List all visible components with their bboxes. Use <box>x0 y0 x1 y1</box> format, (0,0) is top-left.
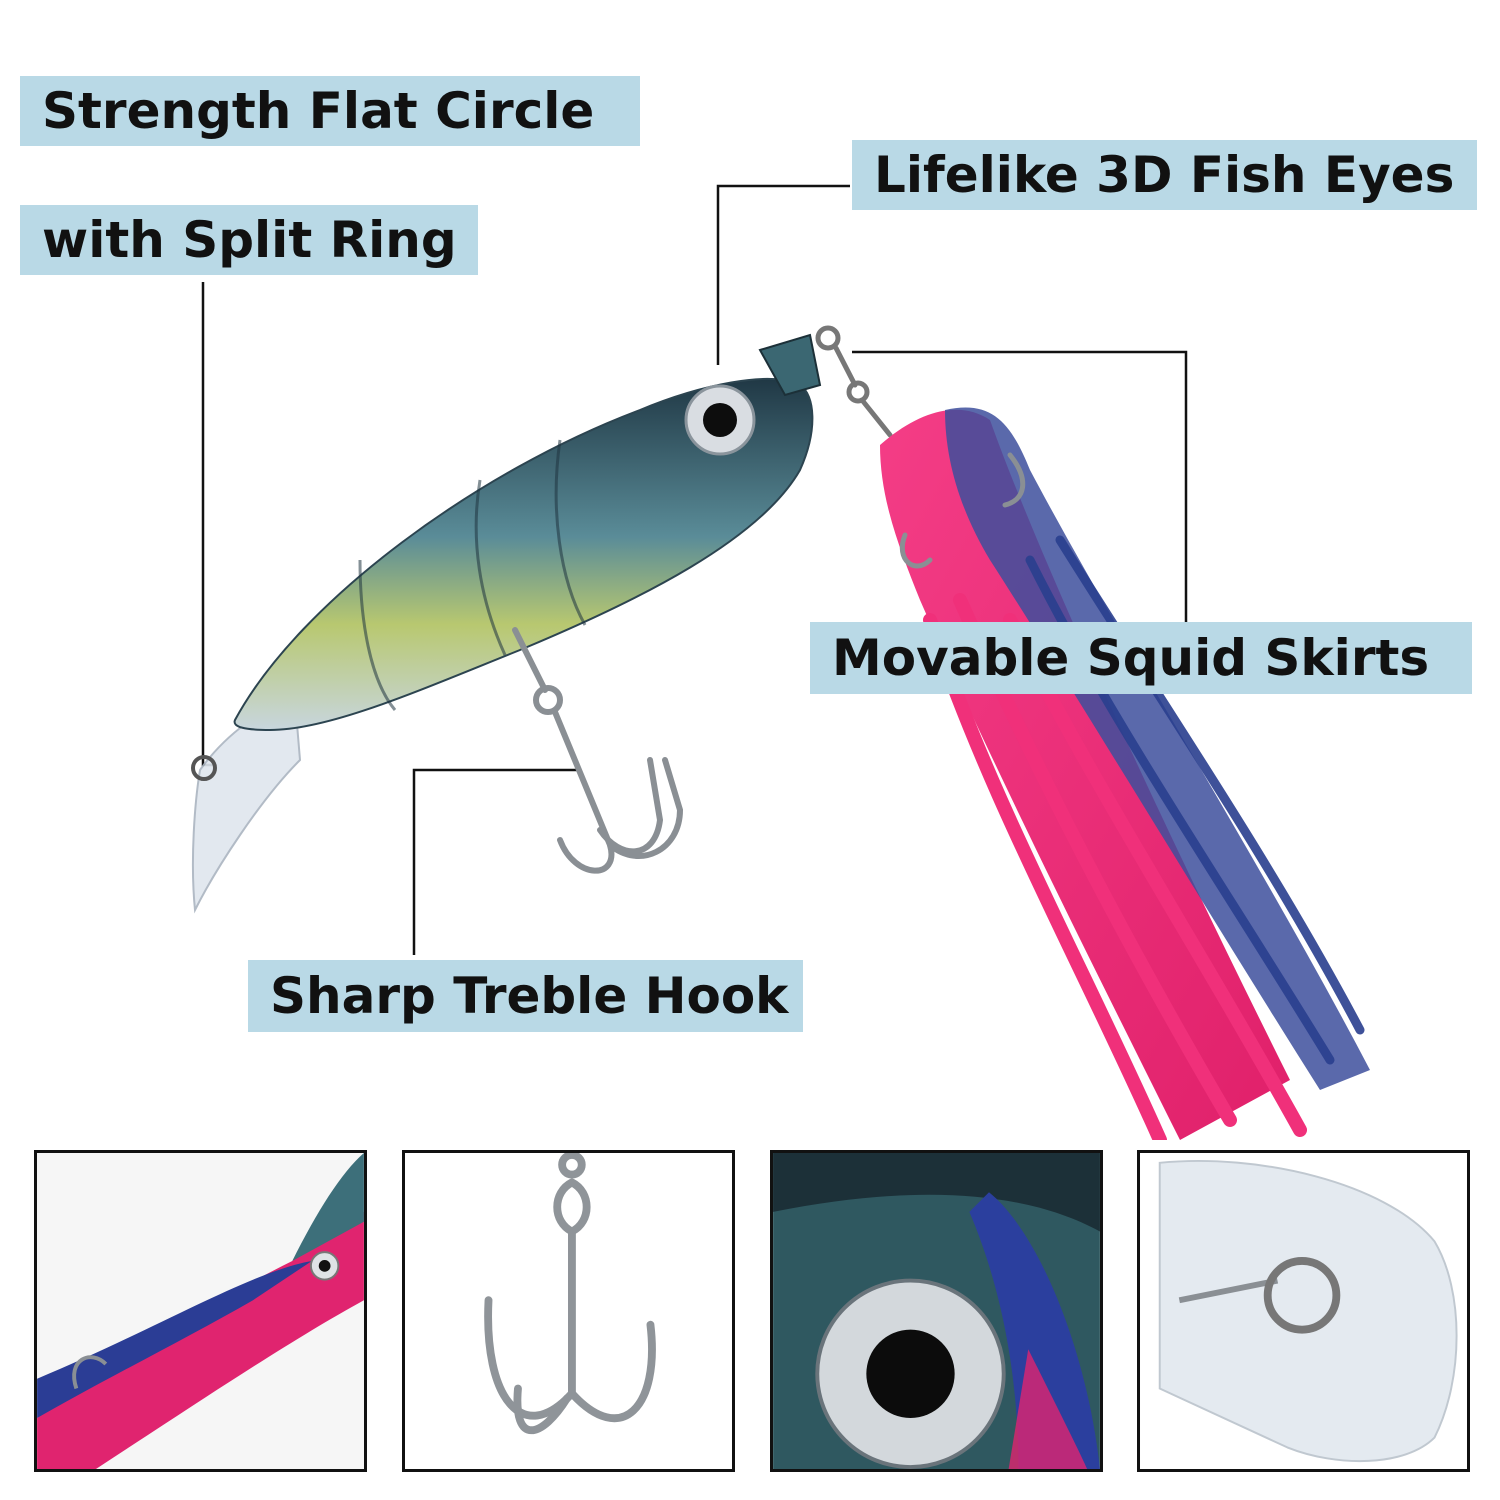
lure-body <box>233 378 814 732</box>
label-treble-hook: Sharp Treble Hook <box>248 960 803 1032</box>
squid-skirt-icon <box>880 407 1370 1140</box>
detail-panel-eye <box>770 1150 1103 1472</box>
detail-panel-skirt <box>34 1150 367 1472</box>
treble-hook-icon <box>512 627 684 874</box>
label-fish-eyes: Lifelike 3D Fish Eyes <box>852 140 1477 210</box>
lure-illustration <box>191 184 1370 1140</box>
split-ring-icon <box>1263 1257 1341 1334</box>
fish-eye-icon <box>815 1278 1006 1469</box>
lure-lip <box>191 698 302 914</box>
split-ring-icon <box>191 755 217 781</box>
fish-eye-icon <box>684 384 756 456</box>
treble-hook-icon <box>484 1153 656 1435</box>
label-flat-circle-line1: Strength Flat Circle <box>20 76 640 146</box>
label-flat-circle-line2: with Split Ring <box>20 205 478 275</box>
label-squid-skirts: Movable Squid Skirts <box>810 622 1472 694</box>
detail-panel-split-ring <box>1137 1150 1470 1472</box>
detail-panel-hook <box>402 1150 735 1472</box>
